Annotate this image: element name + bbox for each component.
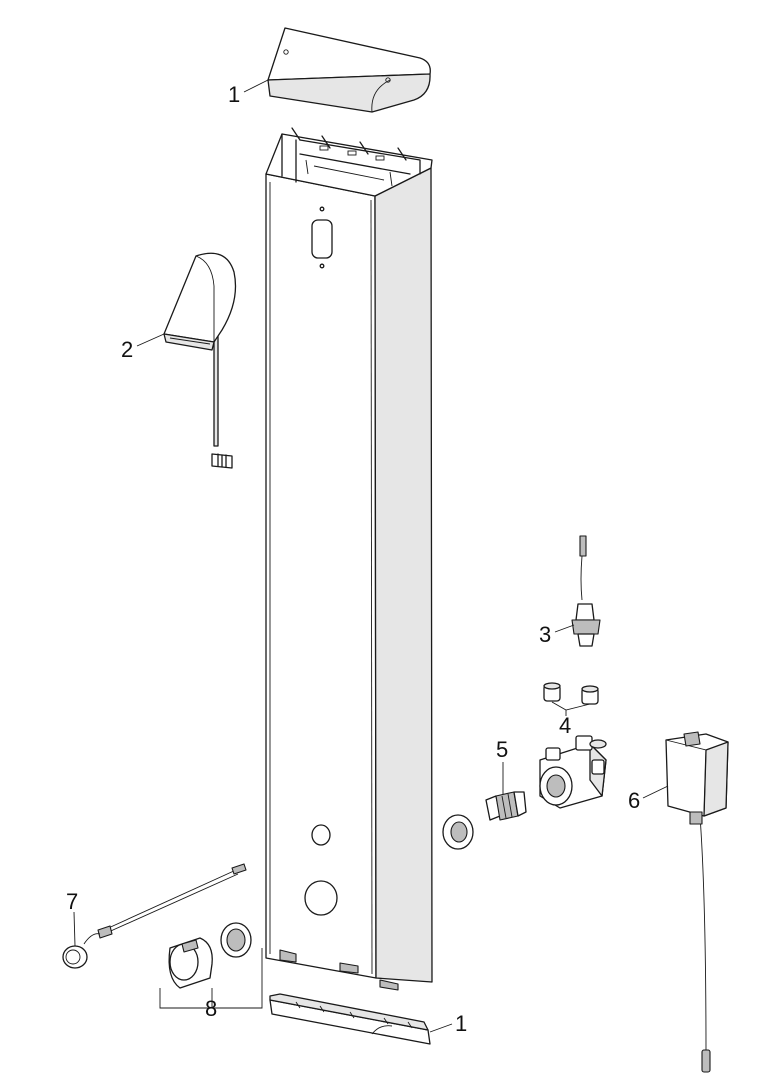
label-button: 7: [66, 889, 78, 914]
electronic-module-part: [665, 731, 729, 1073]
label-module: 6: [628, 788, 640, 813]
label-top-cover: 1: [228, 82, 240, 107]
leader-lines: [73, 79, 669, 1033]
shower-column-body: [265, 127, 433, 991]
valve-block-part: [539, 735, 607, 809]
label-cartridge: 5: [496, 737, 508, 762]
spout-part: [163, 252, 237, 469]
label-bottom-cover: 1: [455, 1011, 467, 1036]
nut-part: [442, 814, 474, 850]
label-valve: 3: [539, 622, 551, 647]
cartridge-part: [485, 791, 527, 821]
label-caps: 4: [559, 713, 571, 738]
bottom-cover-part: [269, 993, 431, 1045]
push-button-part: [62, 863, 247, 969]
label-spout: 2: [121, 337, 133, 362]
solenoid-valve-part: [571, 535, 601, 647]
label-handle-set: 8: [205, 996, 217, 1021]
callout-labels: 1 2 3 4 5 6 7 8 1: [66, 82, 640, 1036]
top-cover-part: [267, 27, 431, 113]
handle-set-part: [159, 922, 263, 1009]
caps-part: [543, 682, 599, 705]
